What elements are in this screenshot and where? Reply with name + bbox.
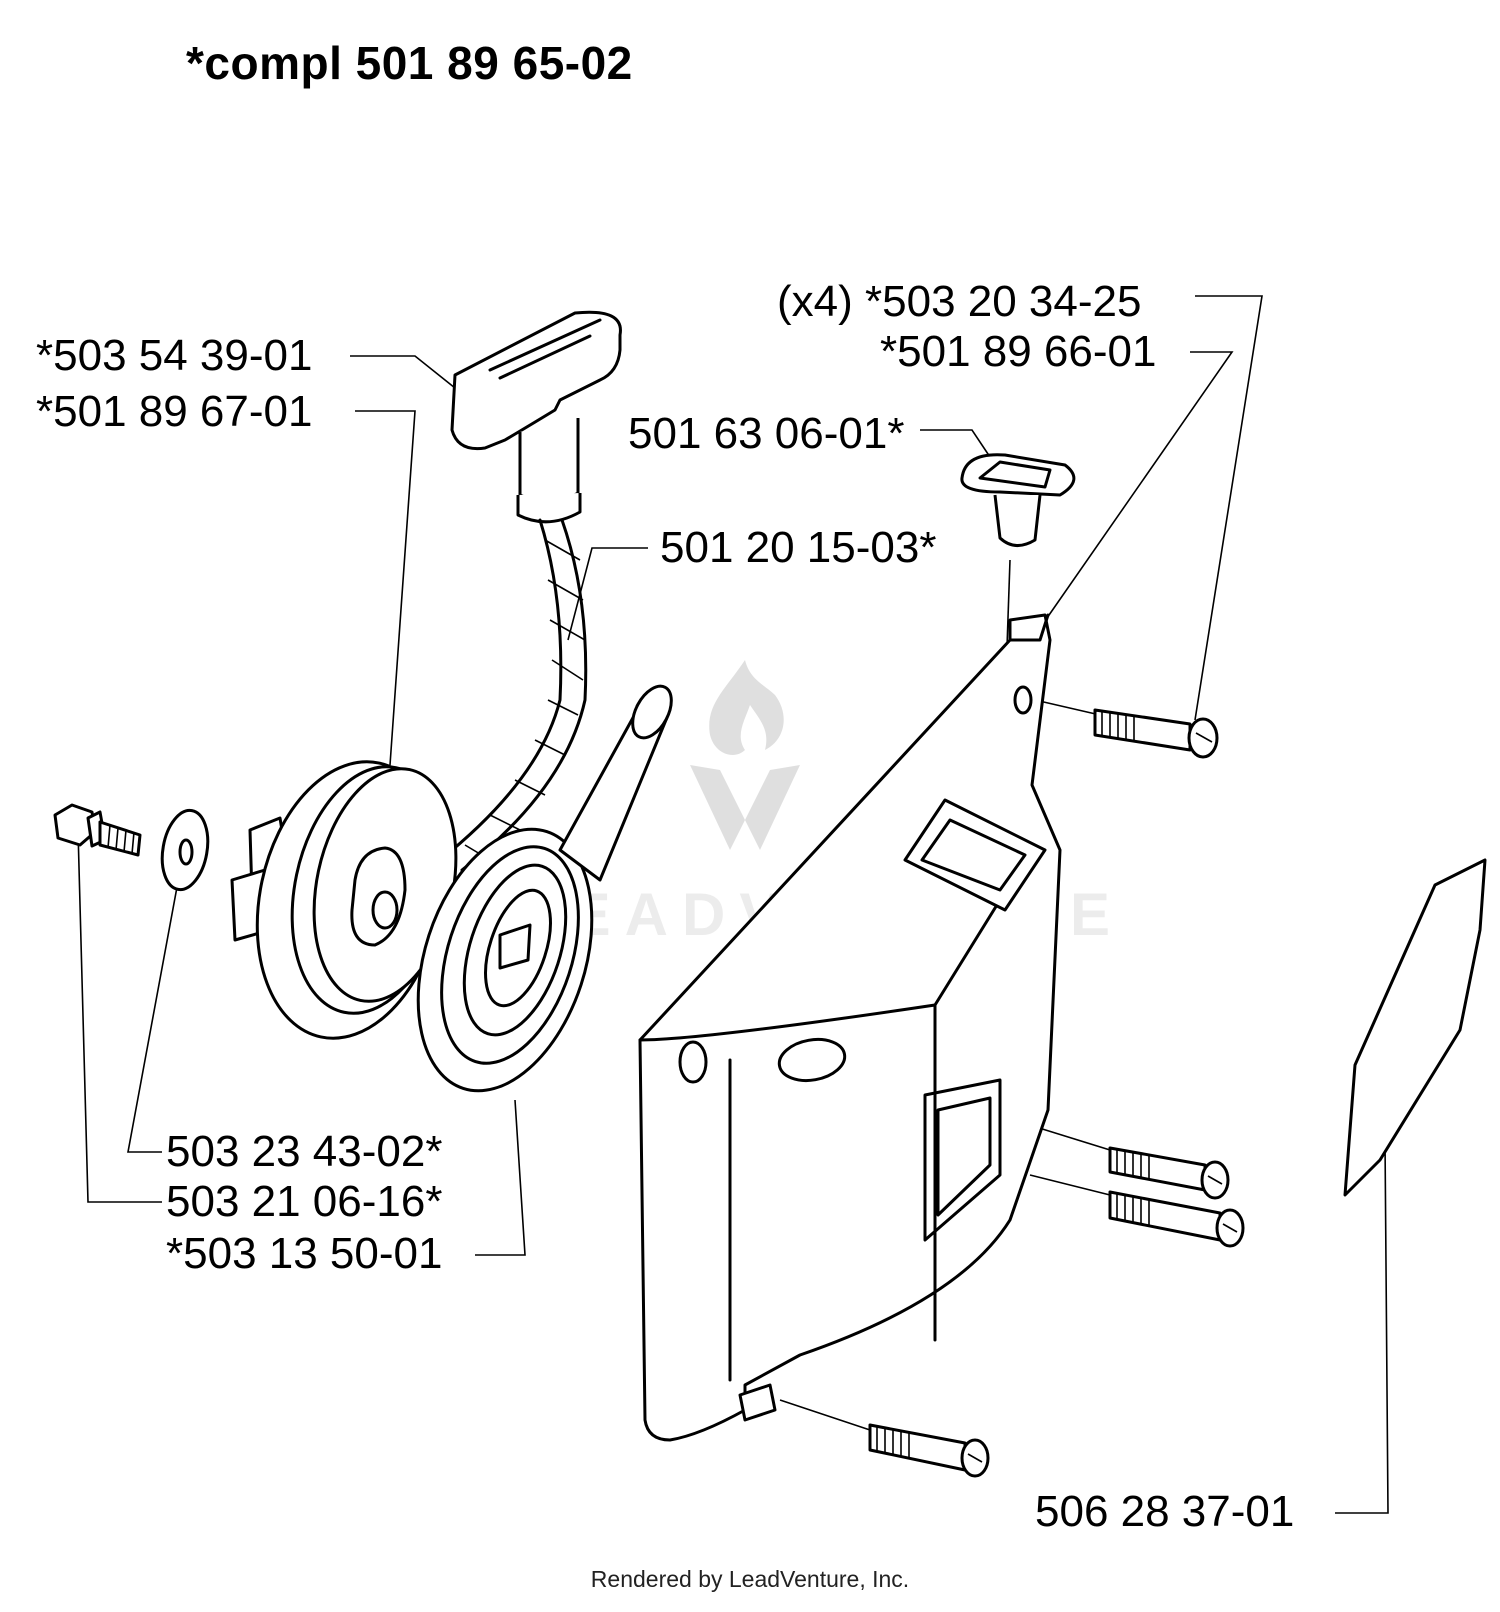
- washer: [160, 808, 210, 892]
- label-grommet: 501 63 06-01*: [628, 409, 905, 458]
- screw-bottom: [868, 1423, 990, 1478]
- leader-spring: [475, 1099, 526, 1256]
- label-decal: 506 28 37-01: [1035, 1487, 1295, 1536]
- leader-grommet: [920, 429, 993, 461]
- leader-washer: [127, 859, 183, 1153]
- label-rope: 501 20 15-03*: [660, 523, 937, 572]
- axis-line-bottom-screw: [779, 1399, 871, 1431]
- screw-middle: [1108, 1146, 1230, 1200]
- label-spring: *503 13 50-01: [166, 1229, 443, 1278]
- label-cover: *501 89 66-01: [880, 327, 1157, 376]
- watermark-logo-icon: [690, 660, 800, 850]
- label-screw-x4: (x4) *503 20 34-25: [777, 277, 1142, 326]
- recoil-spring: [416, 684, 673, 1093]
- footer-credit: Rendered by LeadVenture, Inc.: [590, 1566, 910, 1592]
- screw-upper: [1093, 708, 1219, 759]
- leader-rope: [567, 547, 648, 641]
- label-handle: *503 54 39-01: [36, 331, 313, 380]
- leader-handle: [350, 355, 461, 393]
- screw-lower: [1108, 1190, 1245, 1248]
- leader-screw-x4: [1194, 295, 1263, 721]
- starter-pulley: [230, 760, 458, 1040]
- leader-pulley: [355, 410, 416, 766]
- page-title: *compl 501 89 65-02: [186, 37, 633, 89]
- axis-line-low-screw: [1029, 1174, 1111, 1196]
- leader-decal: [1335, 1139, 1389, 1514]
- label-pulley: *501 89 67-01: [36, 387, 313, 436]
- starter-cover: [638, 613, 1062, 1442]
- bolt: [53, 803, 142, 857]
- decal: [1343, 858, 1487, 1197]
- leader-bolt: [77, 829, 162, 1203]
- grommet: [960, 453, 1076, 547]
- starter-handle: [438, 310, 622, 872]
- axis-line-upper-screw: [1034, 699, 1101, 716]
- leader-cover: [1039, 351, 1234, 629]
- label-washer: 503 23 43-02*: [166, 1127, 443, 1176]
- screws: [868, 708, 1245, 1478]
- label-bolt: 503 21 06-16*: [166, 1177, 443, 1226]
